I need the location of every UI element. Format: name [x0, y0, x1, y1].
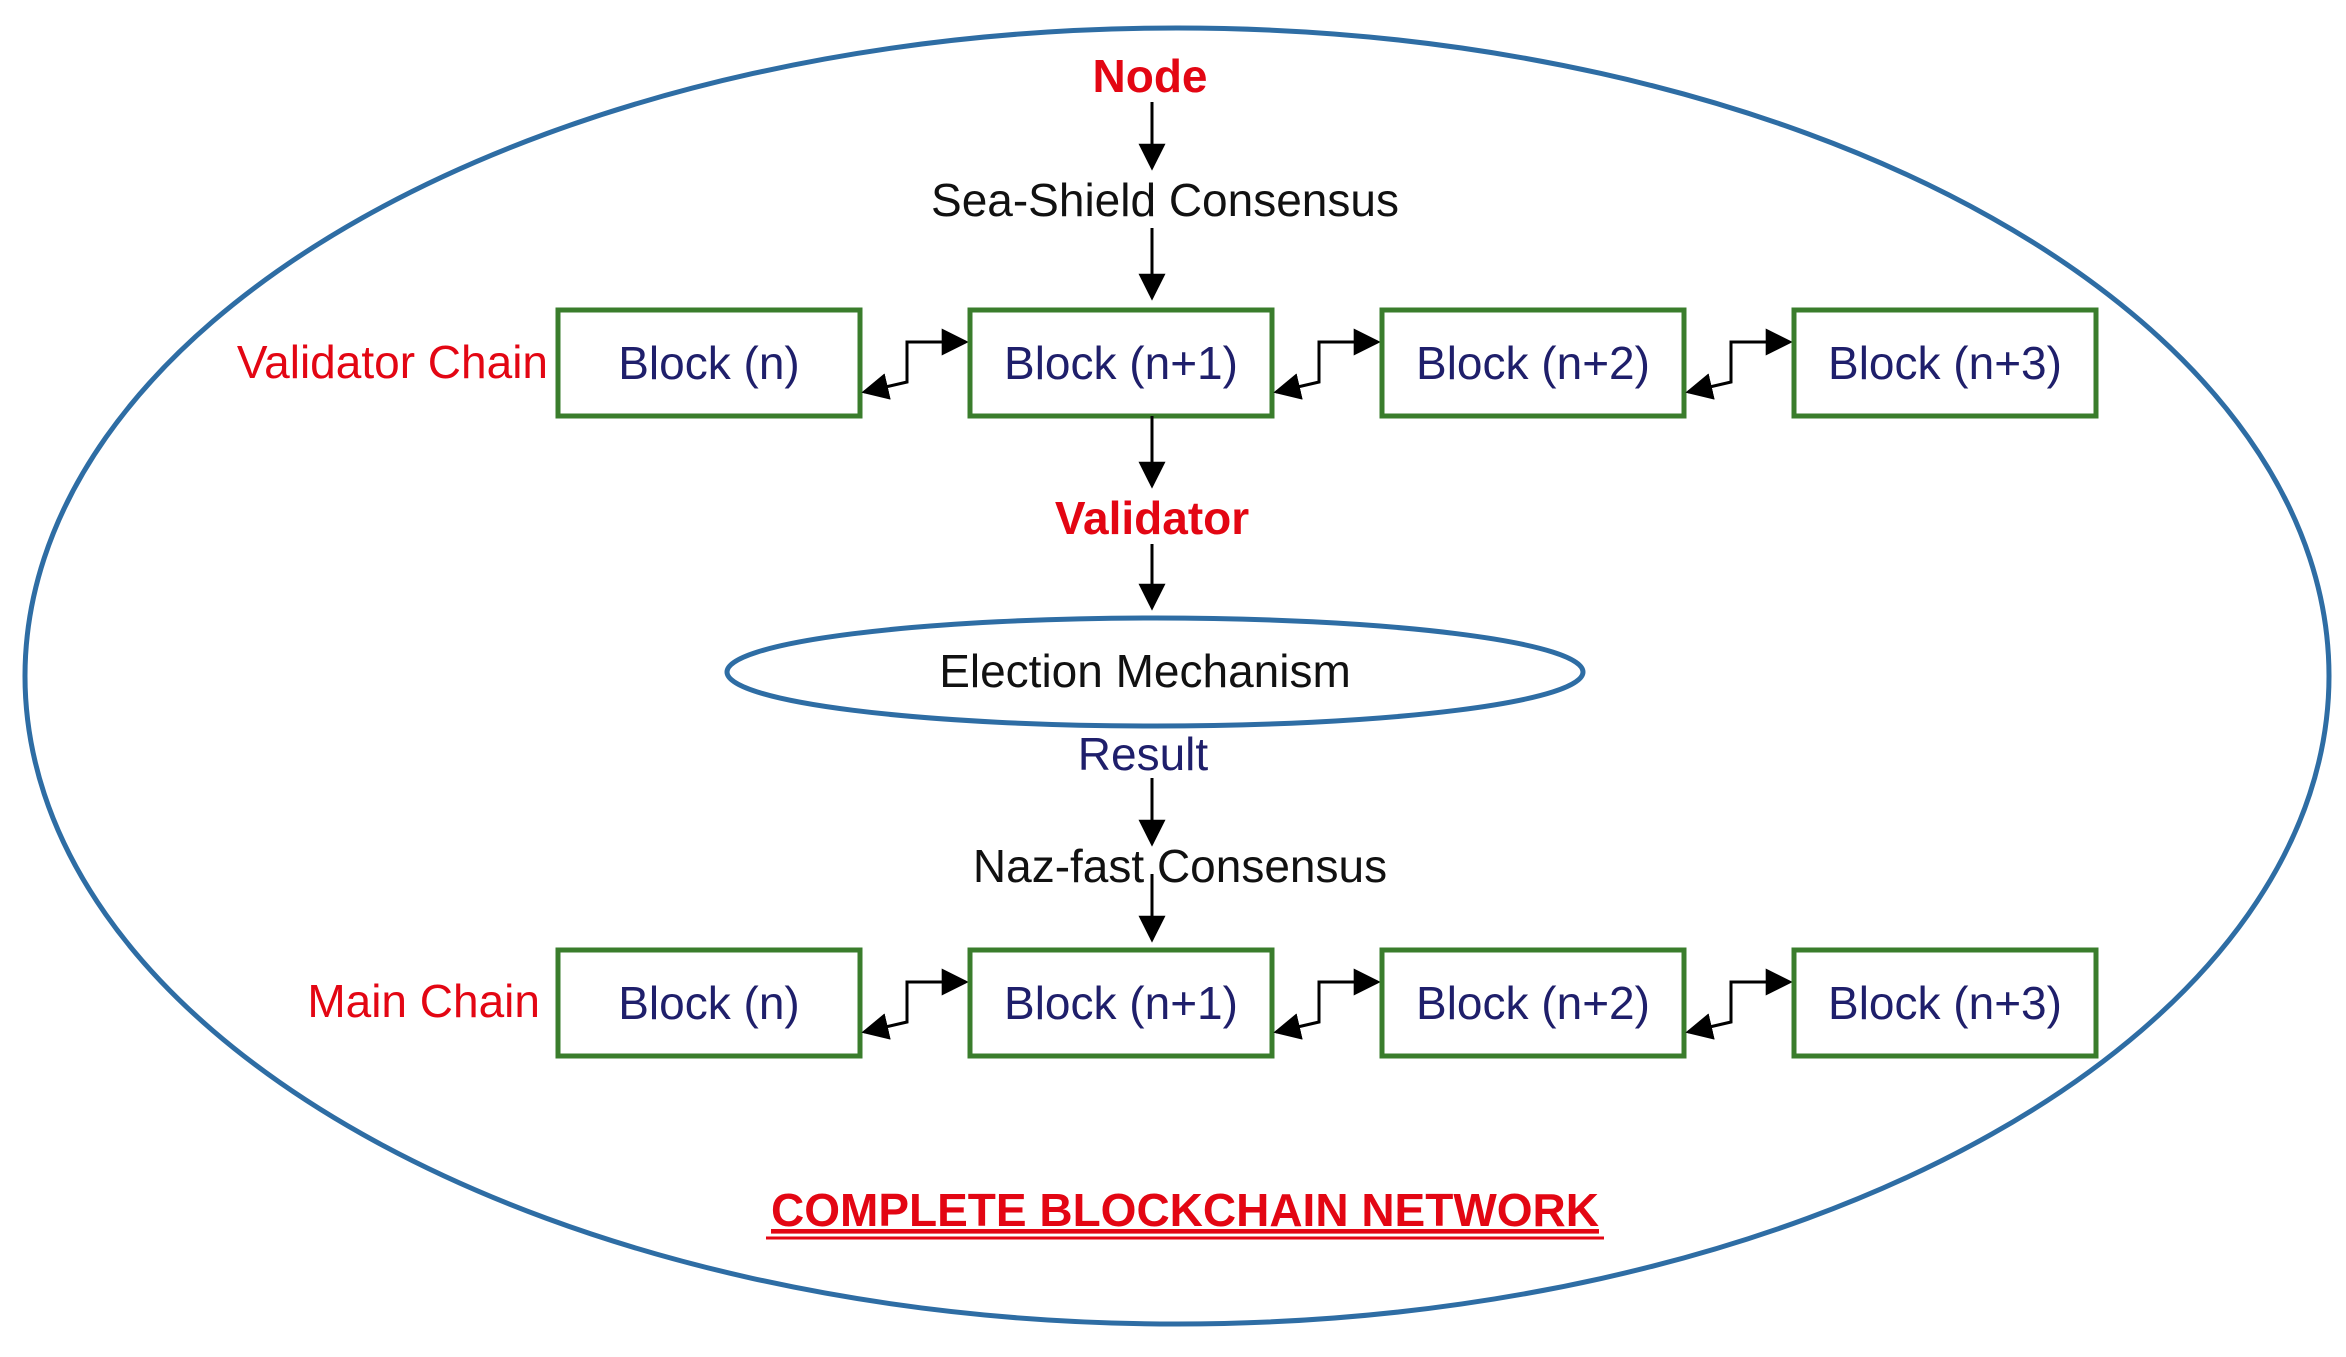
block-label: Block (n+3) [1828, 977, 2062, 1029]
sea-shield-consensus-label: Sea-Shield Consensus [931, 174, 1399, 226]
node-label: Node [1093, 50, 1208, 102]
block-box [555, 947, 863, 1059]
validator-label: Validator [1055, 492, 1249, 544]
block-label: Block (n) [618, 977, 799, 1029]
main-chain-row: Block (n) Block (n+1) Block (n+2) Block (n+… [555, 947, 2099, 1059]
validator-chain-block-1: Block (n+1) [967, 307, 1275, 419]
main-chain-block-1: Block (n+1) [967, 947, 1275, 1059]
block-label: Block (n) [618, 337, 799, 389]
block-label: Block (n+2) [1416, 977, 1650, 1029]
main-chain-label: Main Chain [307, 975, 540, 1027]
block-box [967, 307, 1275, 419]
validator-chain-label: Validator Chain [237, 336, 548, 388]
validator-chain-block-2: Block (n+2) [1379, 307, 1687, 419]
block-label: Block (n+1) [1004, 977, 1238, 1029]
block-box [1791, 307, 2099, 419]
validator-chain-row: Block (n) Block (n+1) Block (n+2) Block (n+… [555, 307, 2099, 419]
block-label: Block (n+1) [1004, 337, 1238, 389]
link-arrow [861, 328, 969, 400]
link-arrow [1273, 968, 1381, 1040]
election-mechanism-label: Election Mechanism [939, 645, 1351, 697]
block-box [1791, 947, 2099, 1059]
network-title: COMPLETE BLOCKCHAIN NETWORK [771, 1184, 1599, 1236]
link-arrow [861, 968, 969, 1040]
link-arrow [1273, 328, 1381, 400]
validator-chain-block-0: Block (n) [555, 307, 863, 419]
link-arrow [1685, 328, 1793, 400]
block-label: Block (n+2) [1416, 337, 1650, 389]
validator-chain-block-3: Block (n+3) [1791, 307, 2099, 419]
naz-fast-consensus-label: Naz-fast Consensus [973, 840, 1387, 892]
main-chain-block-3: Block (n+3) [1791, 947, 2099, 1059]
link-arrow [1685, 968, 1793, 1040]
block-box [1379, 307, 1687, 419]
block-box [967, 947, 1275, 1059]
main-chain-block-0: Block (n) [555, 947, 863, 1059]
network-boundary-ellipse [22, 25, 2332, 1327]
result-label: Result [1078, 728, 1209, 780]
block-box [555, 307, 863, 419]
main-chain-block-2: Block (n+2) [1379, 947, 1687, 1059]
election-mechanism-ellipse [724, 615, 1586, 729]
block-label: Block (n+3) [1828, 337, 2062, 389]
block-box [1379, 947, 1687, 1059]
